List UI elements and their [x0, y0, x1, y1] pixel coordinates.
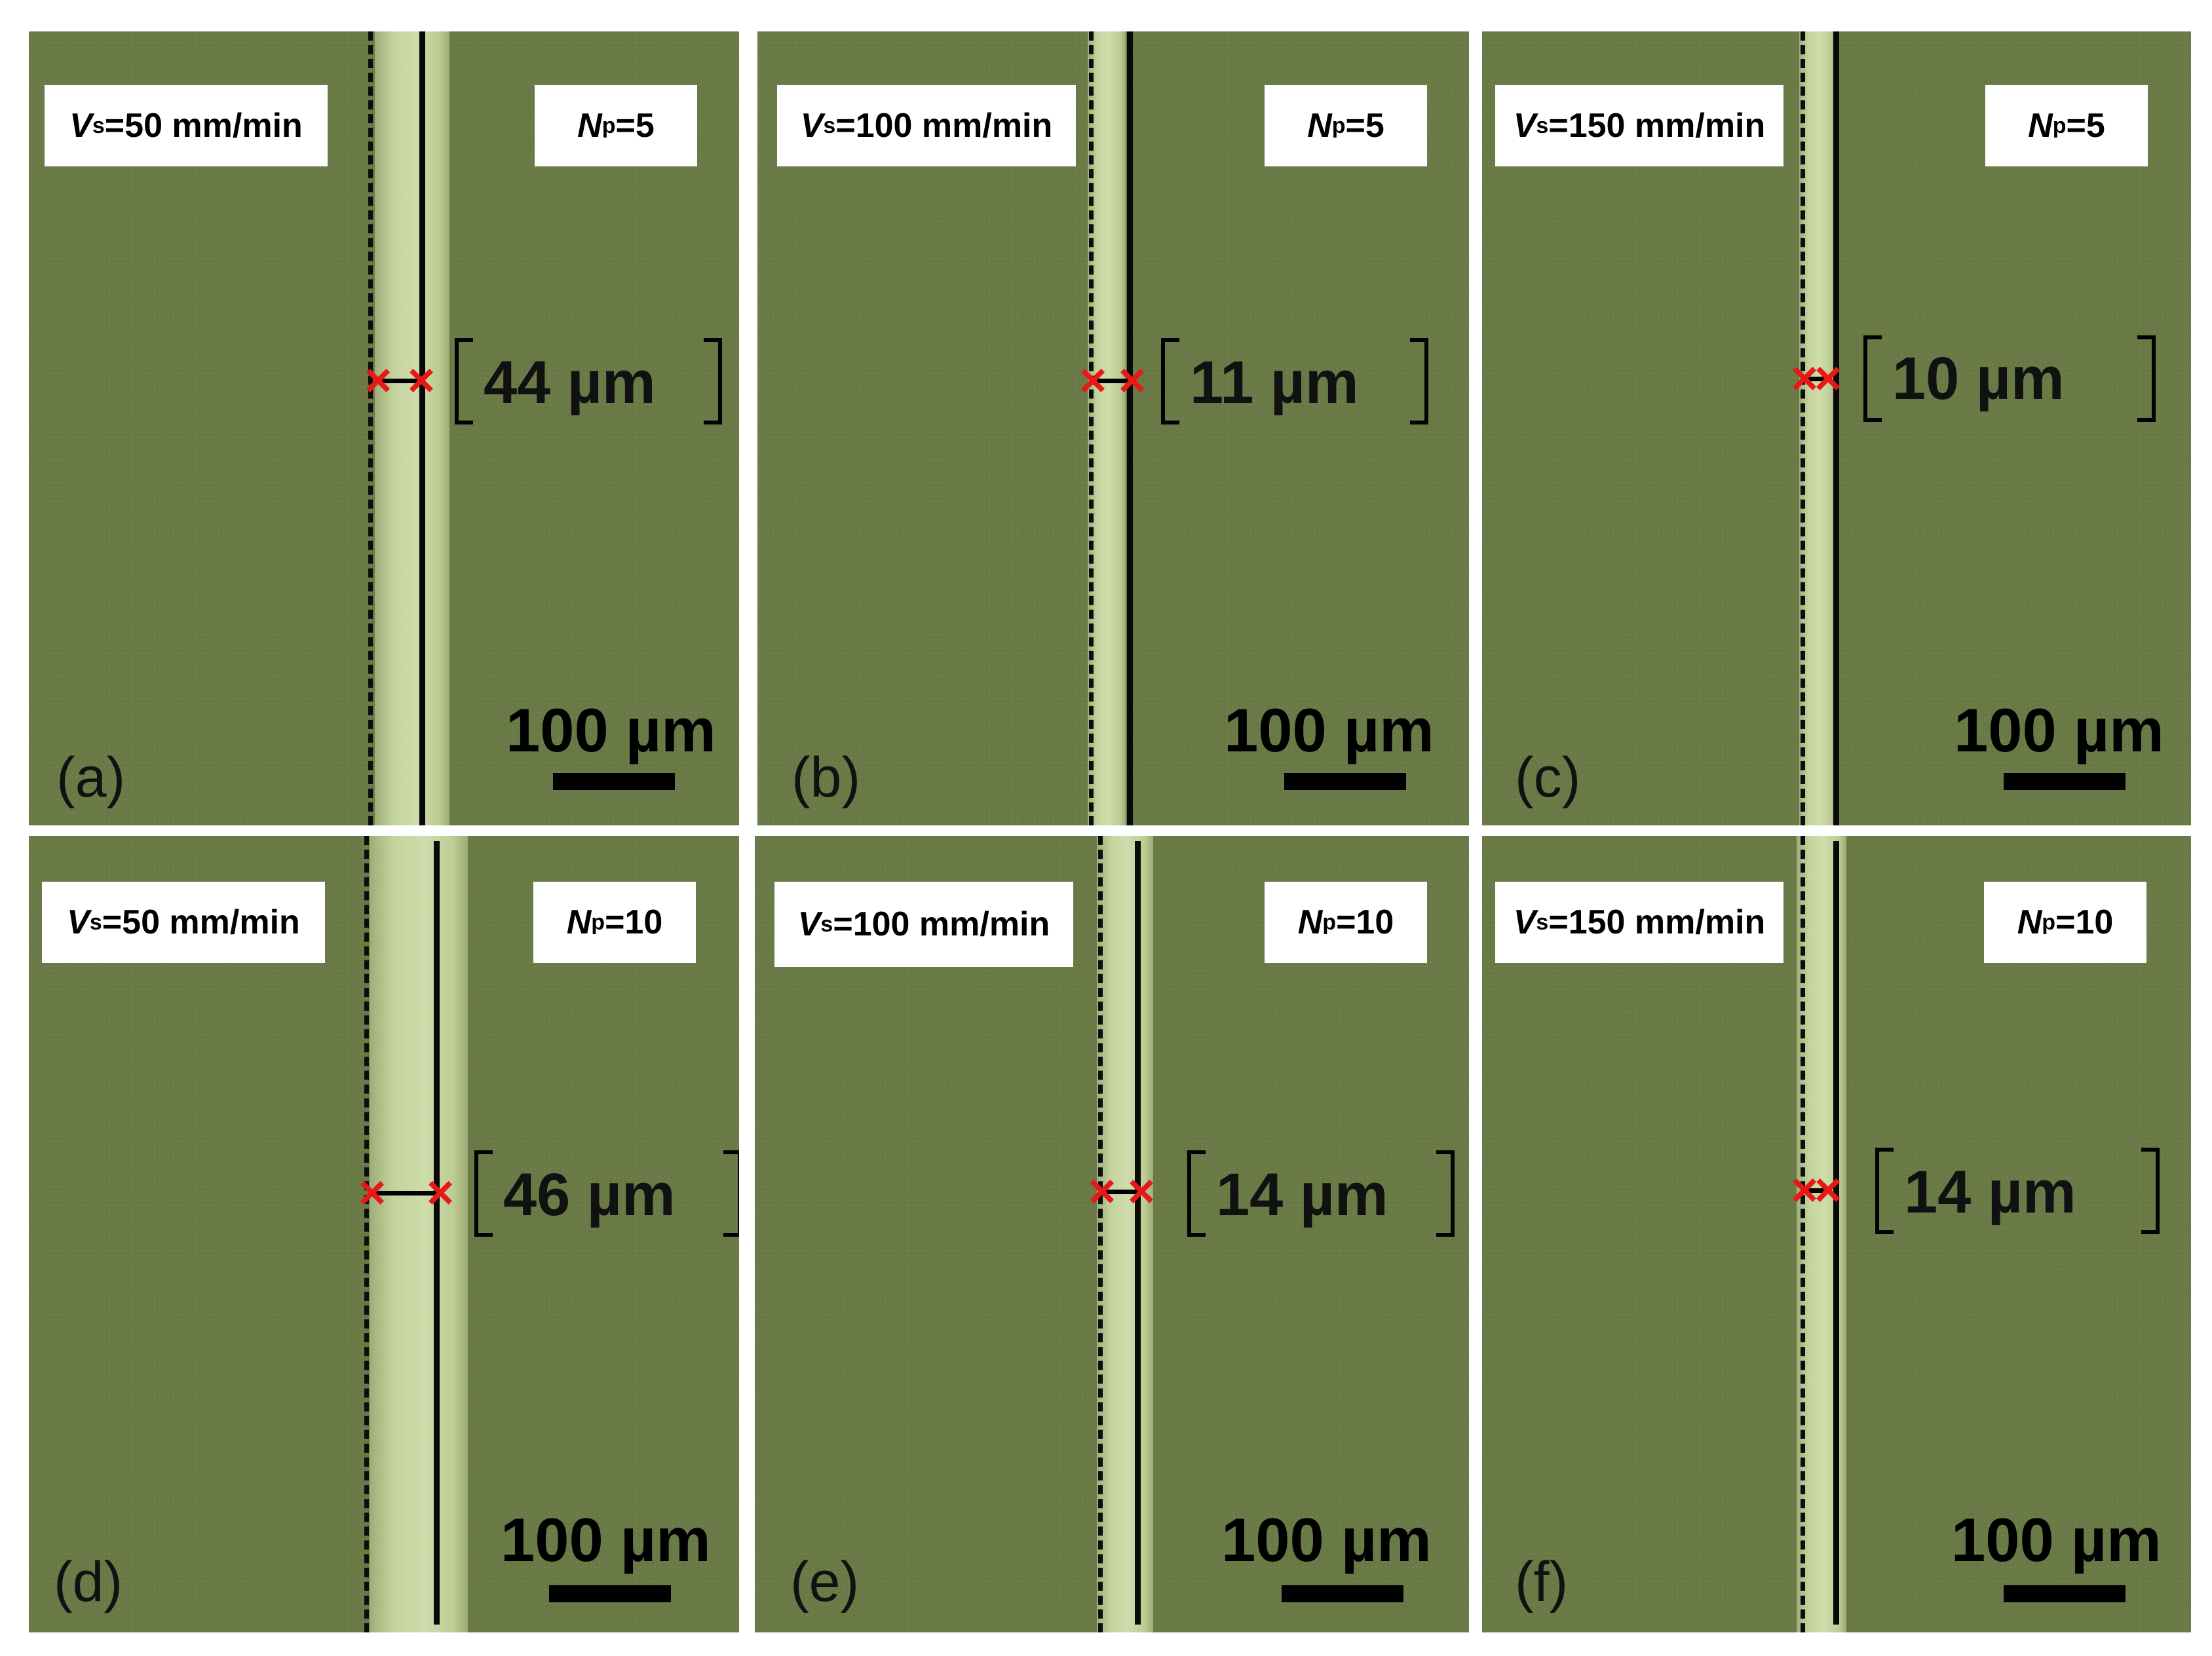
scale-bar — [1282, 1585, 1403, 1602]
bracket-left — [1161, 338, 1179, 424]
dashed-boundary-line — [1089, 31, 1094, 825]
scale-bar — [553, 773, 675, 790]
panel-letter: (d) — [54, 1551, 123, 1613]
scale-bar-label: 100 µm — [1224, 696, 1434, 764]
solid-boundary-line — [1135, 841, 1141, 1625]
panel-letter: (c) — [1515, 746, 1581, 809]
scale-bar — [2004, 1585, 2126, 1602]
left-cross-marker: × — [1790, 1164, 1819, 1216]
width-measure-line — [1093, 379, 1132, 383]
right-cross-marker: × — [1127, 1165, 1156, 1218]
width-value: 46 µm — [503, 1161, 676, 1228]
solid-boundary-line — [419, 31, 425, 825]
bracket-right — [1410, 338, 1428, 424]
bracket-right — [704, 338, 722, 424]
groove-track — [1799, 31, 1836, 825]
left-cross-marker: × — [1078, 354, 1107, 407]
scale-bar-label: 100 µm — [1221, 1505, 1432, 1574]
width-measure-line — [1803, 1188, 1829, 1193]
dashed-boundary-line — [368, 31, 373, 825]
scale-bar-label: 100 µm — [1951, 1505, 2162, 1574]
panel-letter: (b) — [791, 746, 861, 809]
width-measure-line — [1803, 377, 1829, 381]
solid-boundary-line — [1833, 31, 1839, 825]
scale-bar — [2004, 773, 2126, 790]
solid-boundary-line — [1127, 31, 1133, 825]
solid-boundary-line — [434, 841, 440, 1625]
right-cross-marker: × — [1118, 354, 1147, 407]
left-cross-marker: × — [1088, 1165, 1116, 1218]
dashed-boundary-line — [1801, 836, 1805, 1632]
width-value: 14 µm — [1216, 1161, 1388, 1228]
bracket-left — [474, 1150, 493, 1237]
width-measure-line — [1102, 1190, 1141, 1194]
dashed-boundary-line — [1801, 31, 1805, 825]
bracket-right — [2137, 335, 2156, 422]
groove-track — [1097, 836, 1153, 1632]
bracket-right — [2141, 1148, 2160, 1234]
width-value: 10 µm — [1892, 345, 2065, 412]
panel-letter: (f) — [1515, 1551, 1569, 1613]
width-value: 14 µm — [1904, 1159, 2076, 1226]
left-cross-marker: × — [358, 1167, 387, 1219]
width-value: 44 µm — [484, 349, 656, 416]
dashed-boundary-line — [1098, 836, 1103, 1632]
bracket-left — [1875, 1148, 1894, 1234]
left-cross-marker: × — [364, 354, 392, 407]
scale-bar-label: 100 µm — [1954, 696, 2164, 764]
width-measure-line — [378, 379, 421, 383]
solid-boundary-line — [1833, 841, 1839, 1625]
groove-track — [1088, 31, 1126, 825]
bracket-left — [455, 338, 473, 424]
scale-bar-label: 100 µm — [506, 696, 716, 764]
scale-bar-label: 100 µm — [501, 1505, 711, 1574]
bracket-right — [723, 1150, 739, 1237]
right-cross-marker: × — [1814, 352, 1842, 405]
panel-letter: (a) — [56, 746, 126, 809]
width-measure-line — [372, 1191, 440, 1195]
bracket-right — [1436, 1150, 1455, 1237]
dashed-boundary-line — [364, 836, 369, 1632]
groove-track — [375, 31, 449, 825]
right-cross-marker: × — [1814, 1164, 1842, 1216]
width-value: 11 µm — [1190, 349, 1359, 416]
bracket-left — [1187, 1150, 1206, 1237]
bracket-left — [1863, 335, 1882, 422]
scale-bar — [1284, 773, 1406, 790]
right-cross-marker: × — [407, 354, 436, 407]
groove-track — [370, 836, 468, 1632]
right-cross-marker: × — [426, 1167, 455, 1219]
panel-letter: (e) — [790, 1551, 860, 1613]
left-cross-marker: × — [1790, 352, 1819, 405]
scale-bar — [549, 1585, 671, 1602]
